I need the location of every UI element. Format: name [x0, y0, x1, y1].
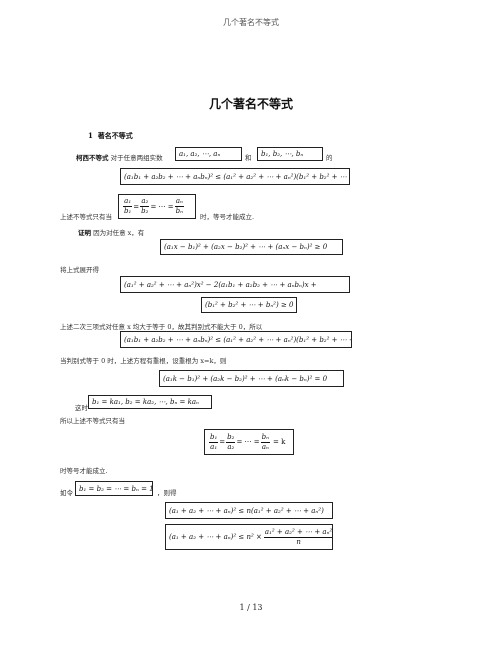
conclusion-text: 所以上述不等式只有当	[60, 417, 125, 425]
formula-mean-bound: (a₁ + a₂ + ⋯ + aₙ)² ≤ n² × a₁² + a₂² + ⋯…	[165, 524, 333, 550]
formula-all-b-one: b₁ = b₂ = ⋯ = bₙ = 1	[75, 481, 153, 496]
equality-dots: = ⋯ =	[150, 202, 174, 211]
discriminant-text: 上述二次三项式对任意 x 均大于等于 0，故其判别式不能大于 0，所以	[60, 323, 263, 331]
proof-intro: 证明 因为对任意 x，有	[78, 227, 144, 237]
equality-holds-text: 时等号才能成立.	[60, 467, 108, 475]
frac-num: a₁	[123, 197, 133, 207]
formula-cauchy-inequality: (a₁b₁ + a₂b₂ + ⋯ + aₙbₙ)² ≤ (a₁² + a₂² +…	[120, 168, 350, 185]
cauchy-name: 柯西不等式	[76, 154, 109, 162]
formula-expanded-line1: (a₁² + a₂² + ⋯ + aₙ²)x² − 2(a₁b₁ + a₂b₂ …	[120, 276, 350, 293]
de-text: 的	[326, 154, 333, 162]
page-number: 1 / 13	[239, 603, 263, 612]
frac-den: b₁	[124, 207, 132, 215]
section-heading: 1 著名不等式	[88, 131, 133, 141]
formula-proportional: b₁ = ka₁, b₂ = ka₂, ⋯, bₙ = kaₙ	[88, 395, 212, 409]
formula-sum-of-squares: (a₁x − b₁)² + (a₂x − b₂)² + ⋯ + (aₙx − b…	[160, 239, 343, 255]
formula-vector-a: a₁, a₂, ⋯, aₙ	[175, 147, 242, 161]
proof-text: 因为对任意 x，有	[93, 229, 145, 237]
ratio-dots: = ⋯ =	[236, 438, 260, 446]
formula-discriminant: (a₁b₁ + a₂b₂ + ⋯ + aₙbₙ)² ≤ (a₁² + a₂² +…	[120, 331, 352, 348]
page-title: 几个著名不等式	[208, 97, 293, 111]
frac-den: bₙ	[175, 207, 183, 215]
then-text: 这时	[75, 404, 88, 412]
if-text: 如令	[60, 489, 73, 497]
proof-label: 证明	[78, 229, 91, 237]
frac-num: aₙ	[174, 197, 184, 207]
frac-den: b₂	[141, 207, 149, 215]
frac-num: a₁² + a₂² + ⋯ + aₙ²	[263, 527, 333, 538]
equality-text-before: 上述不等式只有当	[60, 213, 112, 221]
frac-num: a₂	[140, 197, 150, 207]
formula-sum-square-bound: (a₁ + a₂ + ⋯ + aₙ)² ≤ n(a₁² + a₂² + ⋯ + …	[165, 502, 333, 519]
section-title: 著名不等式	[97, 131, 133, 140]
frac-num: b₁	[209, 432, 219, 443]
frac-num: b₂	[226, 432, 236, 443]
cauchy-intro: 柯西不等式 对于任意两组实数	[76, 152, 163, 162]
formula-expanded-line2: (b₁² + b₂² + ⋯ + bₙ²) ≥ 0	[201, 297, 297, 313]
frac-den: a₁	[210, 442, 218, 451]
frac-den: a₂	[227, 442, 235, 451]
then-get-text: ，则得	[157, 489, 177, 497]
formula-double-root: (a₁k − b₁)² + (a₂k − b₂)² + ⋯ + (aₙk − b…	[159, 370, 344, 387]
ratio-tail: = k	[272, 438, 286, 446]
cauchy-intro-text: 对于任意两组实数	[110, 154, 163, 162]
section-number: 1	[88, 131, 93, 140]
equality-text-after: 时，等号才能成立.	[200, 213, 255, 221]
and-text: 和	[245, 154, 252, 162]
frac-den: n	[296, 537, 301, 546]
formula-vector-b: b₁, b₂, ⋯, bₙ	[257, 147, 323, 161]
expand-text: 将上式展开得	[60, 266, 99, 274]
page-header: 几个著名不等式	[223, 18, 279, 27]
frac-den: aₙ	[261, 442, 269, 451]
formula-mean-left: (a₁ + a₂ + ⋯ + aₙ)² ≤ n² ×	[169, 533, 262, 541]
double-root-text: 当判别式等于 0 时，上述方程有重根，设重根为 x=k，则	[60, 357, 227, 365]
frac-num: bₙ	[260, 432, 270, 443]
